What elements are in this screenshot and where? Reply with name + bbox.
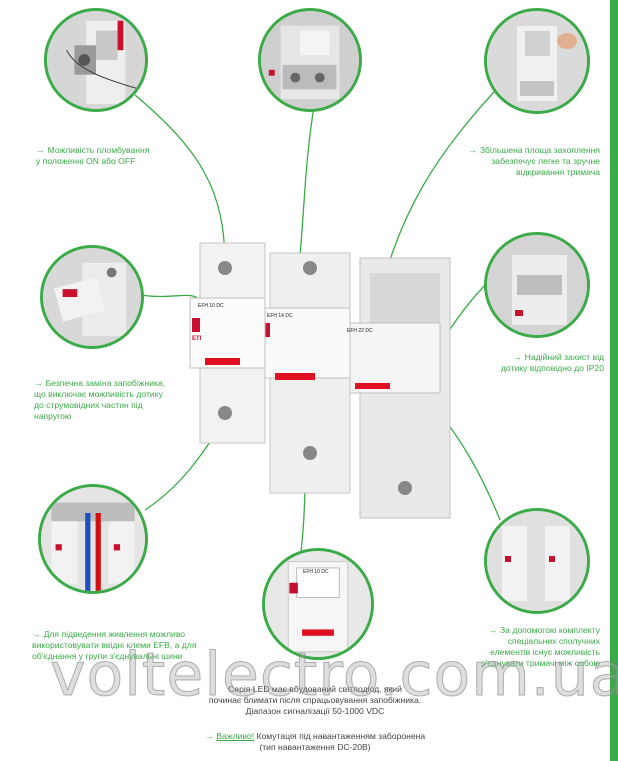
caption-sealing: →Можливість пломбування у положенні ON а… bbox=[36, 145, 150, 166]
connectors-photo bbox=[484, 508, 590, 614]
caption-warning: →Важливо! Комутація під навантаженням за… bbox=[204, 731, 426, 752]
caption-terminals: →Для підведення живлення можливо викорис… bbox=[32, 629, 197, 661]
fuse-holders-product-image: EFH 10 DC EFH 14 DC EFH 22 DC ETI bbox=[180, 238, 480, 528]
led-holder-label: EFH 10 DC bbox=[303, 569, 329, 575]
holder2-label: EFH 14 DC bbox=[267, 313, 293, 319]
caption-grip: →Збільшена площа захоплення забезпечує л… bbox=[468, 145, 600, 177]
watermark: voltelectro.com.ua bbox=[50, 640, 618, 711]
terminals-photo bbox=[38, 484, 148, 594]
led-holder-photo: EFH 10 DC bbox=[262, 548, 374, 660]
caption-led: Серія LED має вбудований світлодіод, яки… bbox=[208, 684, 422, 716]
green-edge-bar bbox=[610, 0, 618, 761]
holder1-label: EFH 10 DC bbox=[198, 303, 224, 309]
ip20-detail-photo bbox=[484, 232, 590, 338]
holder3-label: EFH 22 DC bbox=[347, 328, 373, 334]
caption-ip20: →Надійний захист від дотику відповідно д… bbox=[500, 352, 604, 373]
caption-replacement: →Безпечна заміна запобіжника, що виключа… bbox=[34, 378, 166, 421]
brand-logo: ETI bbox=[192, 336, 202, 342]
sealing-detail-photo bbox=[44, 8, 148, 112]
grip-detail-photo bbox=[484, 8, 590, 114]
lock-detail-photo bbox=[258, 8, 362, 112]
fuse-replacement-photo bbox=[40, 245, 144, 349]
caption-connectors: →За допомогою комплекту спеціальних спол… bbox=[481, 625, 600, 668]
